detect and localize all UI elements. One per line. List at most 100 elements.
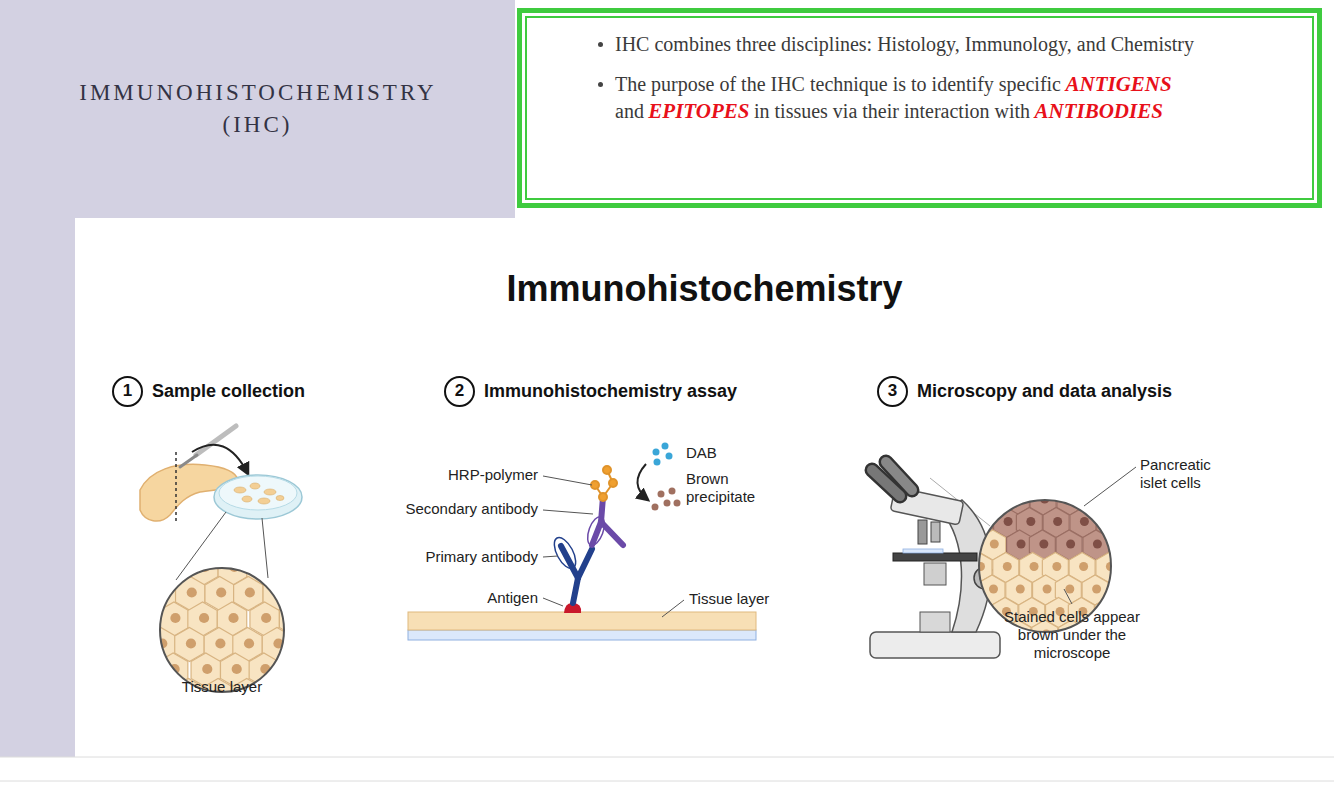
cell: [144, 526, 173, 560]
stage: [893, 553, 977, 561]
tissue-layer: [408, 612, 756, 630]
cell: [129, 653, 158, 687]
cell: [275, 536, 285, 546]
cell: [292, 577, 321, 611]
primary-antibody: [550, 534, 592, 603]
cell: [1044, 463, 1070, 493]
cell: [965, 598, 991, 628]
cell: [114, 577, 143, 611]
cell: [142, 562, 152, 572]
step-heading: 3Microscopy and data analysis: [877, 374, 1172, 408]
dab-dots: [653, 449, 660, 456]
cell: [1123, 508, 1149, 538]
cell: [1026, 517, 1035, 526]
text-line: The purpose of the IHC technique is to i…: [615, 71, 1278, 98]
hrp-polymer: [599, 493, 607, 501]
cell: [293, 526, 322, 560]
cell: [273, 689, 283, 699]
cell: [234, 526, 263, 560]
cell: [1098, 463, 1124, 493]
cell: [989, 585, 998, 594]
dab-dots: [653, 443, 673, 466]
key-term: ANTIGENS: [1065, 71, 1171, 98]
cell: [1111, 485, 1137, 515]
cell: [1133, 562, 1142, 571]
cut-line: [175, 452, 177, 524]
bullet-lines: The purpose of the IHC technique is to i…: [615, 71, 1278, 126]
cell: [1093, 540, 1102, 549]
cell: [176, 526, 205, 560]
cell: [941, 463, 967, 493]
cell: [1043, 585, 1052, 594]
cell: [176, 526, 205, 560]
step-heading: 1Sample collection: [112, 374, 305, 408]
cell: [1107, 517, 1116, 526]
cell: [264, 526, 293, 560]
cell: [1030, 562, 1039, 571]
scalpel-blade: [180, 455, 197, 467]
cell: [130, 602, 159, 636]
leader-line: [543, 476, 684, 617]
glass-slide: [408, 630, 756, 640]
cell: [279, 653, 308, 687]
hrp-polymer: [603, 466, 611, 474]
leader-line: [1084, 467, 1136, 506]
brown-dots: [669, 488, 676, 495]
cell: [978, 472, 987, 481]
cell: [1110, 530, 1136, 560]
cell: [216, 587, 226, 597]
tissue-cells: [114, 526, 323, 713]
part-label: Antigen: [460, 589, 538, 607]
leader-line: [662, 600, 684, 617]
cell: [145, 679, 174, 713]
secondary-antibody: [584, 497, 623, 547]
cell: [977, 517, 986, 526]
cell: [1013, 495, 1022, 504]
primary-antibody: [573, 578, 578, 603]
cell: [199, 613, 209, 623]
zoom-line: [262, 518, 268, 578]
cell: [1120, 540, 1129, 549]
cell: [140, 664, 150, 674]
bullet-text: IHC combines three disciplines: Histolog…: [615, 31, 1194, 57]
cell: [304, 536, 314, 546]
leader-line: [543, 476, 592, 485]
cell: [115, 526, 144, 560]
cell: [1017, 463, 1043, 493]
cell: [990, 463, 1016, 493]
bullet-item: IHC combines three disciplines: Histolog…: [598, 31, 1278, 57]
cell: [156, 689, 166, 699]
cell: [1016, 585, 1025, 594]
definition-box: IHC combines three disciplines: Histolog…: [517, 8, 1322, 208]
cell: [953, 530, 979, 560]
cell: [125, 587, 135, 597]
cell: [1080, 517, 1089, 526]
brown-dots: [652, 488, 681, 511]
cell: [232, 664, 242, 674]
cell: [1120, 495, 1129, 504]
cell: [938, 598, 964, 628]
part-label: Secondary antibody: [370, 500, 538, 518]
cell: [954, 485, 980, 515]
leader-line: [543, 510, 593, 514]
cell: [294, 679, 323, 713]
part-label: Primary antibody: [380, 548, 538, 566]
primary-antibody: [550, 534, 580, 572]
secondary-antibody: [592, 522, 601, 545]
cell: [963, 540, 972, 549]
cell: [1000, 472, 1009, 481]
cell: [129, 638, 139, 648]
tissue-pieces: [276, 496, 284, 501]
cell: [261, 613, 271, 623]
cell: [126, 536, 136, 546]
bullet-text: in tissues via their interaction with: [754, 98, 1030, 124]
cell: [276, 551, 305, 585]
cell: [264, 526, 293, 560]
cell: [117, 679, 146, 713]
cell: [1109, 575, 1135, 605]
part-label: Tissue layer: [689, 590, 799, 608]
hrp-polymer: [609, 479, 617, 487]
cell: [1071, 463, 1097, 493]
cell: [939, 553, 965, 583]
step-number: 1: [112, 376, 143, 407]
